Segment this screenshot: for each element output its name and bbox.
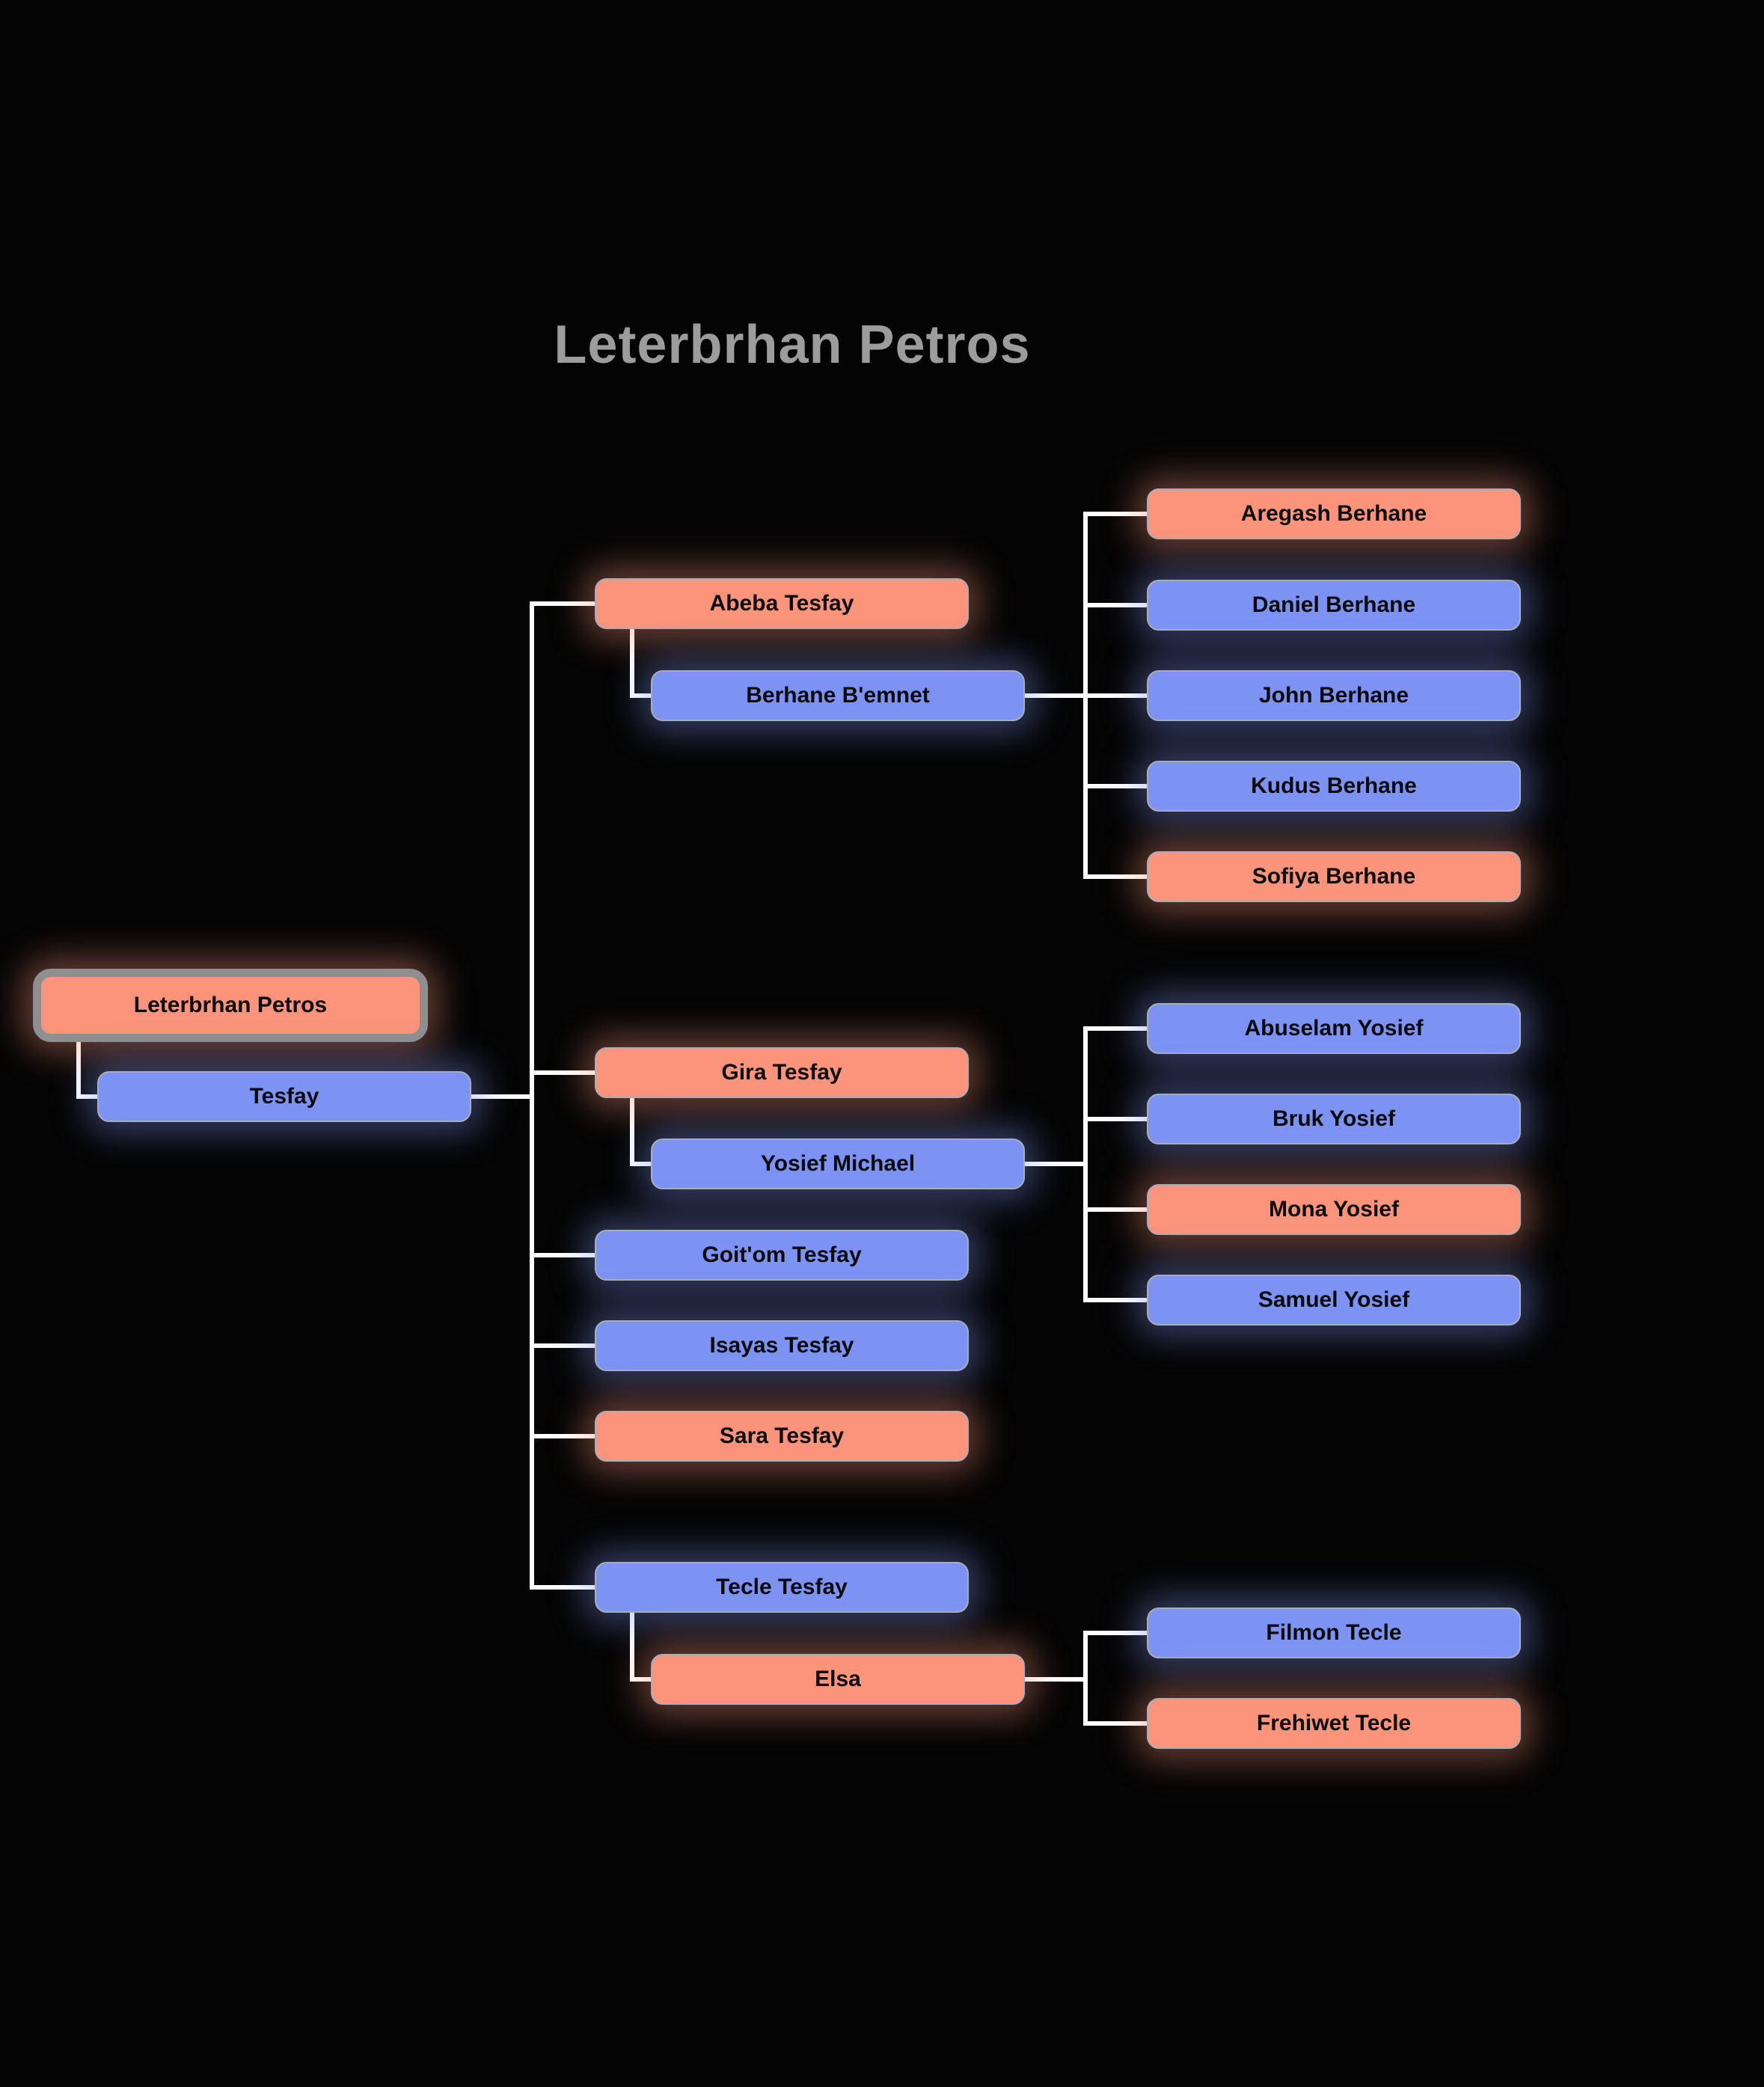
person-node-sara-tesfay[interactable]: Sara Tesfay bbox=[595, 1411, 969, 1462]
person-name: Samuel Yosief bbox=[1258, 1287, 1410, 1312]
person-name: Isayas Tesfay bbox=[709, 1333, 854, 1358]
connector-line bbox=[1023, 693, 1085, 698]
person-node-elsa[interactable]: Elsa bbox=[651, 1654, 1025, 1705]
connector-line bbox=[530, 1585, 597, 1590]
connector-line bbox=[1083, 1207, 1149, 1212]
connector-line bbox=[1083, 1631, 1149, 1635]
person-name: Tecle Tesfay bbox=[716, 1575, 848, 1599]
connector-line bbox=[530, 1253, 597, 1257]
connector-line bbox=[1083, 1026, 1088, 1302]
person-node-mona-yosief[interactable]: Mona Yosief bbox=[1147, 1184, 1521, 1235]
connector-line bbox=[1083, 1117, 1149, 1121]
connector-line bbox=[630, 628, 634, 698]
person-name: Yosief Michael bbox=[760, 1151, 916, 1176]
connector-line bbox=[1083, 512, 1149, 516]
connector-line bbox=[1023, 1677, 1085, 1682]
connector-line bbox=[1083, 1026, 1149, 1031]
connector-line bbox=[530, 601, 534, 1590]
person-node-leterbrhan-petros[interactable]: Leterbrhan Petros bbox=[33, 969, 428, 1042]
connector-line bbox=[1083, 784, 1149, 788]
person-name: Mona Yosief bbox=[1269, 1197, 1399, 1222]
person-node-tecle-tesfay[interactable]: Tecle Tesfay bbox=[595, 1562, 969, 1613]
person-name: Kudus Berhane bbox=[1251, 773, 1417, 798]
person-node-berhane-bemnet[interactable]: Berhane B'emnet bbox=[651, 670, 1025, 721]
connector-line bbox=[630, 693, 653, 698]
person-node-bruk-yosief[interactable]: Bruk Yosief bbox=[1147, 1094, 1521, 1144]
person-node-yosief-michael[interactable]: Yosief Michael bbox=[651, 1138, 1025, 1189]
person-name: Abeba Tesfay bbox=[709, 591, 854, 616]
person-name: Goit'om Tesfay bbox=[702, 1242, 862, 1267]
person-name: Frehiwet Tecle bbox=[1256, 1711, 1412, 1735]
person-node-gira-tesfay[interactable]: Gira Tesfay bbox=[595, 1047, 969, 1098]
person-node-sofiya-berhane[interactable]: Sofiya Berhane bbox=[1147, 851, 1521, 902]
connector-line bbox=[630, 1097, 634, 1166]
person-name: Abuselam Yosief bbox=[1244, 1016, 1424, 1041]
tree-title: Leterbrhan Petros bbox=[554, 315, 1031, 375]
person-node-kudus-berhane[interactable]: Kudus Berhane bbox=[1147, 761, 1521, 812]
person-name: Elsa bbox=[815, 1667, 861, 1691]
person-name: Bruk Yosief bbox=[1273, 1106, 1395, 1131]
connector-line bbox=[1023, 1162, 1085, 1166]
person-node-frehiwet-tecle[interactable]: Frehiwet Tecle bbox=[1147, 1698, 1521, 1749]
person-name: Sofiya Berhane bbox=[1252, 864, 1416, 889]
person-node-tesfay[interactable]: Tesfay bbox=[97, 1071, 471, 1122]
person-name: John Berhane bbox=[1258, 683, 1409, 708]
connector-line bbox=[530, 1343, 597, 1348]
person-node-abeba-tesfay[interactable]: Abeba Tesfay bbox=[595, 578, 969, 629]
connector-line bbox=[530, 601, 597, 606]
connector-line bbox=[530, 1070, 597, 1075]
connector-line bbox=[530, 1434, 597, 1438]
person-name: Tesfay bbox=[249, 1084, 319, 1109]
person-node-goitom-tesfay[interactable]: Goit'om Tesfay bbox=[595, 1230, 969, 1281]
connector-line bbox=[630, 1677, 653, 1682]
connector-line bbox=[630, 1162, 653, 1166]
connector-line bbox=[76, 1032, 81, 1099]
person-name: Aregash Berhane bbox=[1240, 501, 1427, 526]
connector-line bbox=[1083, 874, 1149, 879]
person-node-samuel-yosief[interactable]: Samuel Yosief bbox=[1147, 1275, 1521, 1326]
person-node-abuselam-yosief[interactable]: Abuselam Yosief bbox=[1147, 1003, 1521, 1054]
person-name: Sara Tesfay bbox=[719, 1423, 845, 1448]
connector-line bbox=[630, 1611, 634, 1682]
person-name: Leterbrhan Petros bbox=[133, 993, 328, 1017]
person-name: Filmon Tecle bbox=[1266, 1620, 1402, 1645]
person-name: Daniel Berhane bbox=[1252, 592, 1416, 617]
person-node-daniel-berhane[interactable]: Daniel Berhane bbox=[1147, 580, 1521, 631]
person-name: Berhane B'emnet bbox=[746, 683, 930, 708]
person-node-isayas-tesfay[interactable]: Isayas Tesfay bbox=[595, 1320, 969, 1371]
connector-line bbox=[469, 1094, 532, 1099]
person-node-aregash-berhane[interactable]: Aregash Berhane bbox=[1147, 488, 1521, 539]
connector-line bbox=[1083, 603, 1149, 607]
connector-line bbox=[1083, 1721, 1149, 1726]
person-node-john-berhane[interactable]: John Berhane bbox=[1147, 670, 1521, 721]
connector-line bbox=[1083, 693, 1149, 698]
person-name: Gira Tesfay bbox=[721, 1060, 842, 1085]
person-node-filmon-tecle[interactable]: Filmon Tecle bbox=[1147, 1608, 1521, 1658]
connector-line bbox=[1083, 1298, 1149, 1302]
connector-line bbox=[1083, 1631, 1088, 1726]
connector-line bbox=[76, 1094, 99, 1099]
